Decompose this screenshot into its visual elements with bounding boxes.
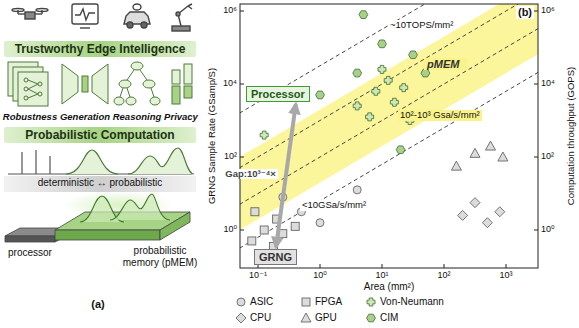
tick-label: 10¹ xyxy=(375,270,388,280)
axis-label: GRNG Sample Rate (GSamp/S) xyxy=(207,68,218,204)
legend-label: Von-Neumann xyxy=(380,296,444,308)
title-band: Trustworthy Edge Intelligence xyxy=(4,41,196,57)
region-label: pMEM xyxy=(424,58,467,70)
annotation: probabilistic memory (pMEM) xyxy=(122,245,198,268)
legend-label: FPGA xyxy=(315,296,342,308)
title-band: Probabilistic Computation xyxy=(4,127,196,143)
annotation: ~10TOPS/mm² xyxy=(388,20,455,31)
legend-label: CIM xyxy=(380,312,398,324)
node-text: Trustworthy Edge Intelligence xyxy=(8,42,192,56)
tick-label: 10² xyxy=(437,270,450,280)
annotation: Privacy xyxy=(164,112,198,123)
axis-label: Computation throughput (GOPS) xyxy=(566,67,577,205)
legend-label: CPU xyxy=(250,312,271,324)
tick-label: 10⁰ xyxy=(313,270,327,280)
gap-arrow xyxy=(276,104,296,247)
tick-label: 10² xyxy=(541,151,554,161)
tick-label: 10⁴ xyxy=(541,78,555,88)
node-text: GRNG xyxy=(259,251,292,263)
tick-label: 10⁶ xyxy=(541,5,555,15)
annotation: processor xyxy=(8,247,52,259)
annotation: (b) xyxy=(516,6,534,19)
annotation: Reasoning xyxy=(113,112,162,123)
tick-label: 10³ xyxy=(499,270,512,280)
tick-label: 10⁰ xyxy=(541,224,555,234)
annotation: Robustness xyxy=(3,112,57,123)
node-text: Probabilistic Computation xyxy=(8,128,192,142)
region-box: Processor xyxy=(246,86,310,102)
tick-label: 10⁴ xyxy=(223,78,237,88)
annotation: <10GSa/s/mm² xyxy=(300,200,368,211)
node-text: pMEM xyxy=(427,58,464,70)
annotation: deterministic ↔ probabilistic xyxy=(38,177,163,189)
tick-label: 10⁻¹ xyxy=(249,270,267,280)
tick-label: 10² xyxy=(224,151,237,161)
annotation: 10²-10³ Gsa/s/mm² xyxy=(398,110,482,121)
tick-label: 10⁶ xyxy=(223,5,237,15)
node-text: Processor xyxy=(251,88,305,100)
edge-label: Gap:10³⁻⁴× xyxy=(223,169,278,180)
axis-label: Area (mm²) xyxy=(364,281,415,293)
legend-label: GPU xyxy=(315,312,337,324)
tick-label: 10⁰ xyxy=(223,224,237,234)
legend-label: ASIC xyxy=(250,296,273,308)
annotation: (a) xyxy=(91,298,104,311)
annotation: Generation xyxy=(60,112,110,123)
region-box: GRNG xyxy=(254,249,297,265)
